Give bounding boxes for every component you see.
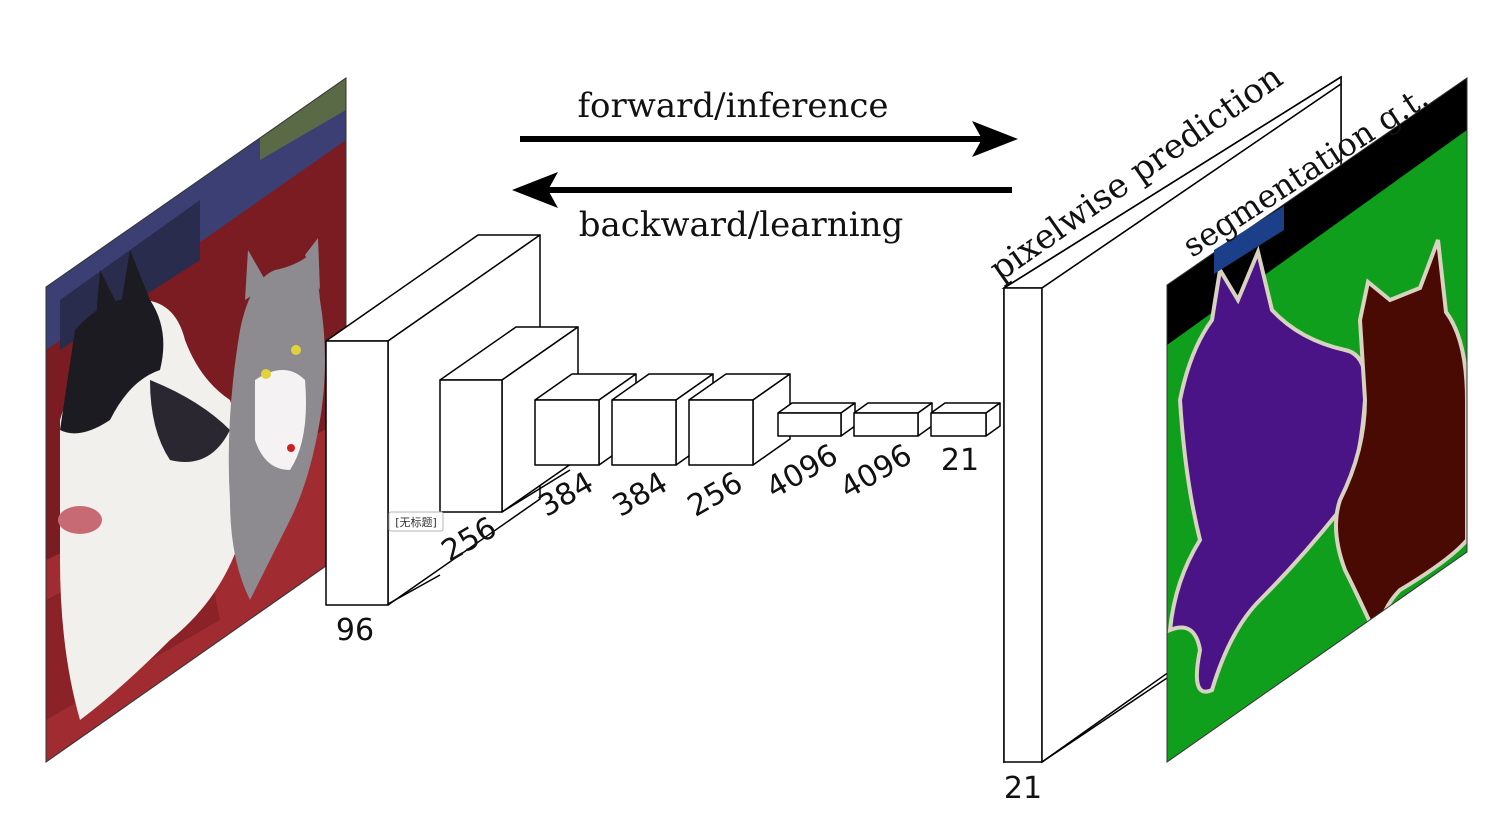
- untitled-tooltip: [无标题]: [388, 511, 444, 532]
- block-connectors: [387, 469, 571, 605]
- layer-block-score: [930, 402, 1001, 437]
- layer-label-score: 21: [941, 443, 979, 478]
- tooltip-text: [无标题]: [395, 515, 437, 529]
- layer-block-front-face: [611, 399, 677, 466]
- layer-block-front-face: [439, 379, 503, 513]
- layer-block-front-face: [534, 399, 600, 466]
- layer-block-fc6: [777, 402, 856, 437]
- layer-label-conv4: 384: [607, 465, 674, 524]
- input-image: [46, 78, 346, 762]
- layer-block-front-face: [777, 412, 842, 437]
- gt-image-frame: [1166, 77, 1468, 763]
- layer-block-front-face: [853, 412, 919, 437]
- layer-block-front-face: [688, 399, 754, 466]
- layer-label-conv1: 96: [336, 613, 374, 648]
- layer-block-conv5: [688, 373, 791, 466]
- gt-label-box: [1214, 206, 1284, 274]
- output-depth-label: 21: [1004, 771, 1042, 806]
- layer-block-front-face: [930, 412, 987, 437]
- layer-blocks: [325, 234, 1001, 606]
- gt-connector: [1041, 677, 1168, 763]
- forward-label: forward/inference: [577, 86, 888, 126]
- layer-label-fc7: 4096: [834, 438, 918, 506]
- layer-block-front-face: [325, 340, 389, 606]
- backward-arrow: [512, 172, 1012, 208]
- layer-block-fc7: [853, 402, 933, 437]
- forward-arrow: [520, 121, 1018, 157]
- layer-label-conv5: 256: [682, 465, 749, 524]
- backward-label: backward/learning: [579, 205, 903, 245]
